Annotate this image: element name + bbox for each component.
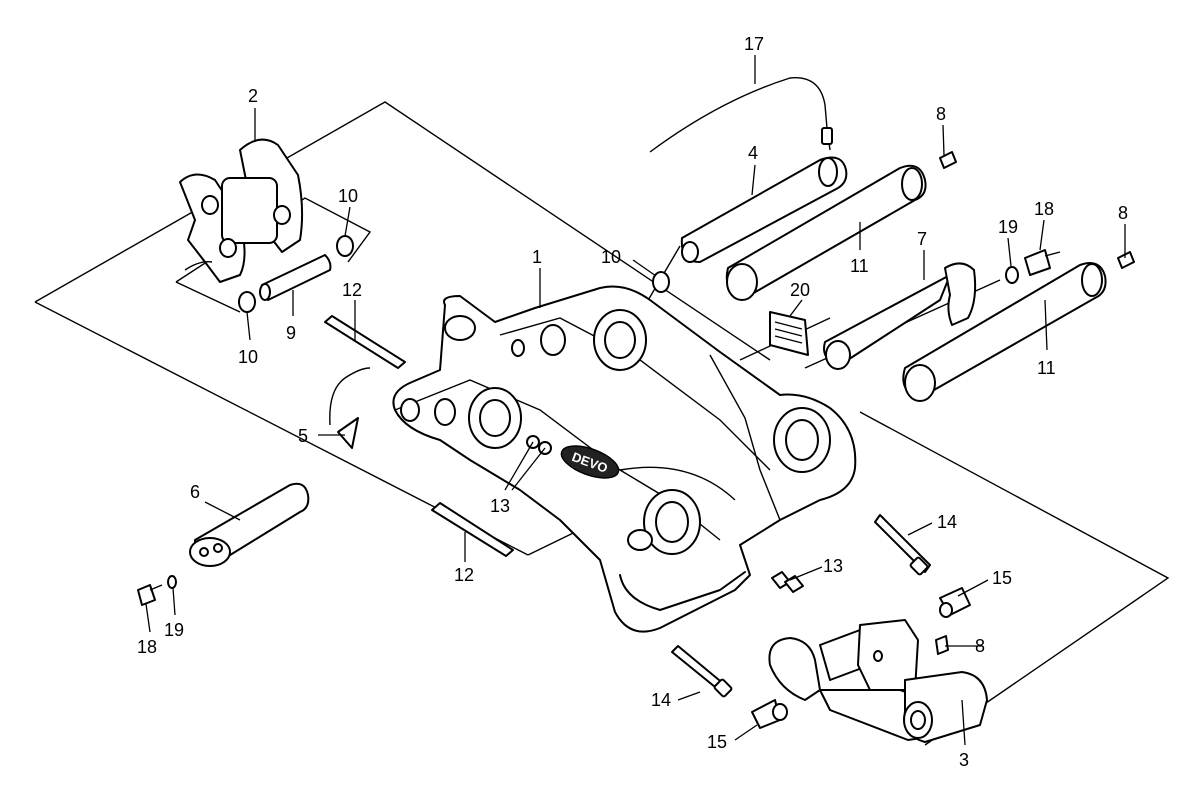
part-8-grease-nipple-a xyxy=(939,151,957,169)
callout-3: 3 xyxy=(959,750,969,770)
callout-20: 20 xyxy=(790,280,810,300)
callout-13-b: 13 xyxy=(823,556,843,576)
callout-13-a: 13 xyxy=(490,496,510,516)
callout-19-b: 19 xyxy=(164,620,184,640)
part-5-lynch-pin xyxy=(329,367,371,449)
callout-1: 1 xyxy=(532,247,542,267)
callout-19-a: 19 xyxy=(998,217,1018,237)
callout-8-a: 8 xyxy=(936,104,946,124)
callout-10-b: 10 xyxy=(238,347,258,367)
part-18-bolt-upper xyxy=(1024,249,1061,276)
part-11-pin-lower xyxy=(902,262,1107,402)
callout-10-c: 10 xyxy=(601,247,621,267)
part-9-pin xyxy=(259,254,332,301)
callout-11-b: 11 xyxy=(1037,358,1056,378)
part-19-washer-upper xyxy=(1005,266,1019,284)
callout-18-a: 18 xyxy=(1034,199,1054,219)
part-8-grease-nipple-b xyxy=(1117,251,1135,269)
part-6-flanged-pin xyxy=(189,482,310,567)
callout-leaders xyxy=(145,55,1126,746)
callout-14-b: 14 xyxy=(651,690,671,710)
callout-4: 4 xyxy=(748,143,758,163)
callout-15-b: 15 xyxy=(707,732,727,752)
callout-12-b: 12 xyxy=(454,565,474,585)
callout-15-a: 15 xyxy=(992,568,1012,588)
callout-10-a: 10 xyxy=(338,186,358,206)
callout-17: 17 xyxy=(744,34,764,54)
part-14-hose-lower xyxy=(671,645,733,698)
part-11-pin-upper xyxy=(725,164,927,301)
part-3-hydraulic-cylinder xyxy=(768,619,988,743)
part-13-nuts-lower xyxy=(771,571,804,593)
callout-7: 7 xyxy=(917,229,927,249)
part-7-flanged-pin xyxy=(823,262,977,370)
callout-8-c: 8 xyxy=(975,636,985,656)
part-15-fitting-upper xyxy=(939,587,971,618)
callout-8-b: 8 xyxy=(1118,203,1128,223)
part-1-coupler-frame: DEVO xyxy=(392,285,857,633)
part-2-hook-bracket xyxy=(179,138,304,283)
part-14-hose-upper xyxy=(874,514,931,576)
callout-2: 2 xyxy=(248,86,258,106)
part-8-grease-nipple-c xyxy=(935,635,949,655)
part-20-decal-plate xyxy=(769,311,809,356)
part-19-washer-lower xyxy=(167,575,177,589)
part-15-fitting-lower xyxy=(751,699,788,729)
part-12-bolt-upper xyxy=(324,315,406,369)
callout-14-a: 14 xyxy=(937,512,957,532)
callout-11-a: 11 xyxy=(850,256,869,276)
part-17-lanyard-cable xyxy=(649,77,833,153)
callout-labels: 1 2 3 4 5 6 7 8 8 8 9 10 10 10 11 11 12 … xyxy=(137,34,1128,770)
part-4-lock-pin xyxy=(680,156,848,263)
callout-18-b: 18 xyxy=(137,637,157,657)
callout-6: 6 xyxy=(190,482,200,502)
part-18-bolt-lower xyxy=(137,584,163,606)
part-12-bolt-lower xyxy=(431,502,514,557)
callout-9: 9 xyxy=(286,323,296,343)
callout-5: 5 xyxy=(298,426,308,446)
callout-12-a: 12 xyxy=(342,280,362,300)
